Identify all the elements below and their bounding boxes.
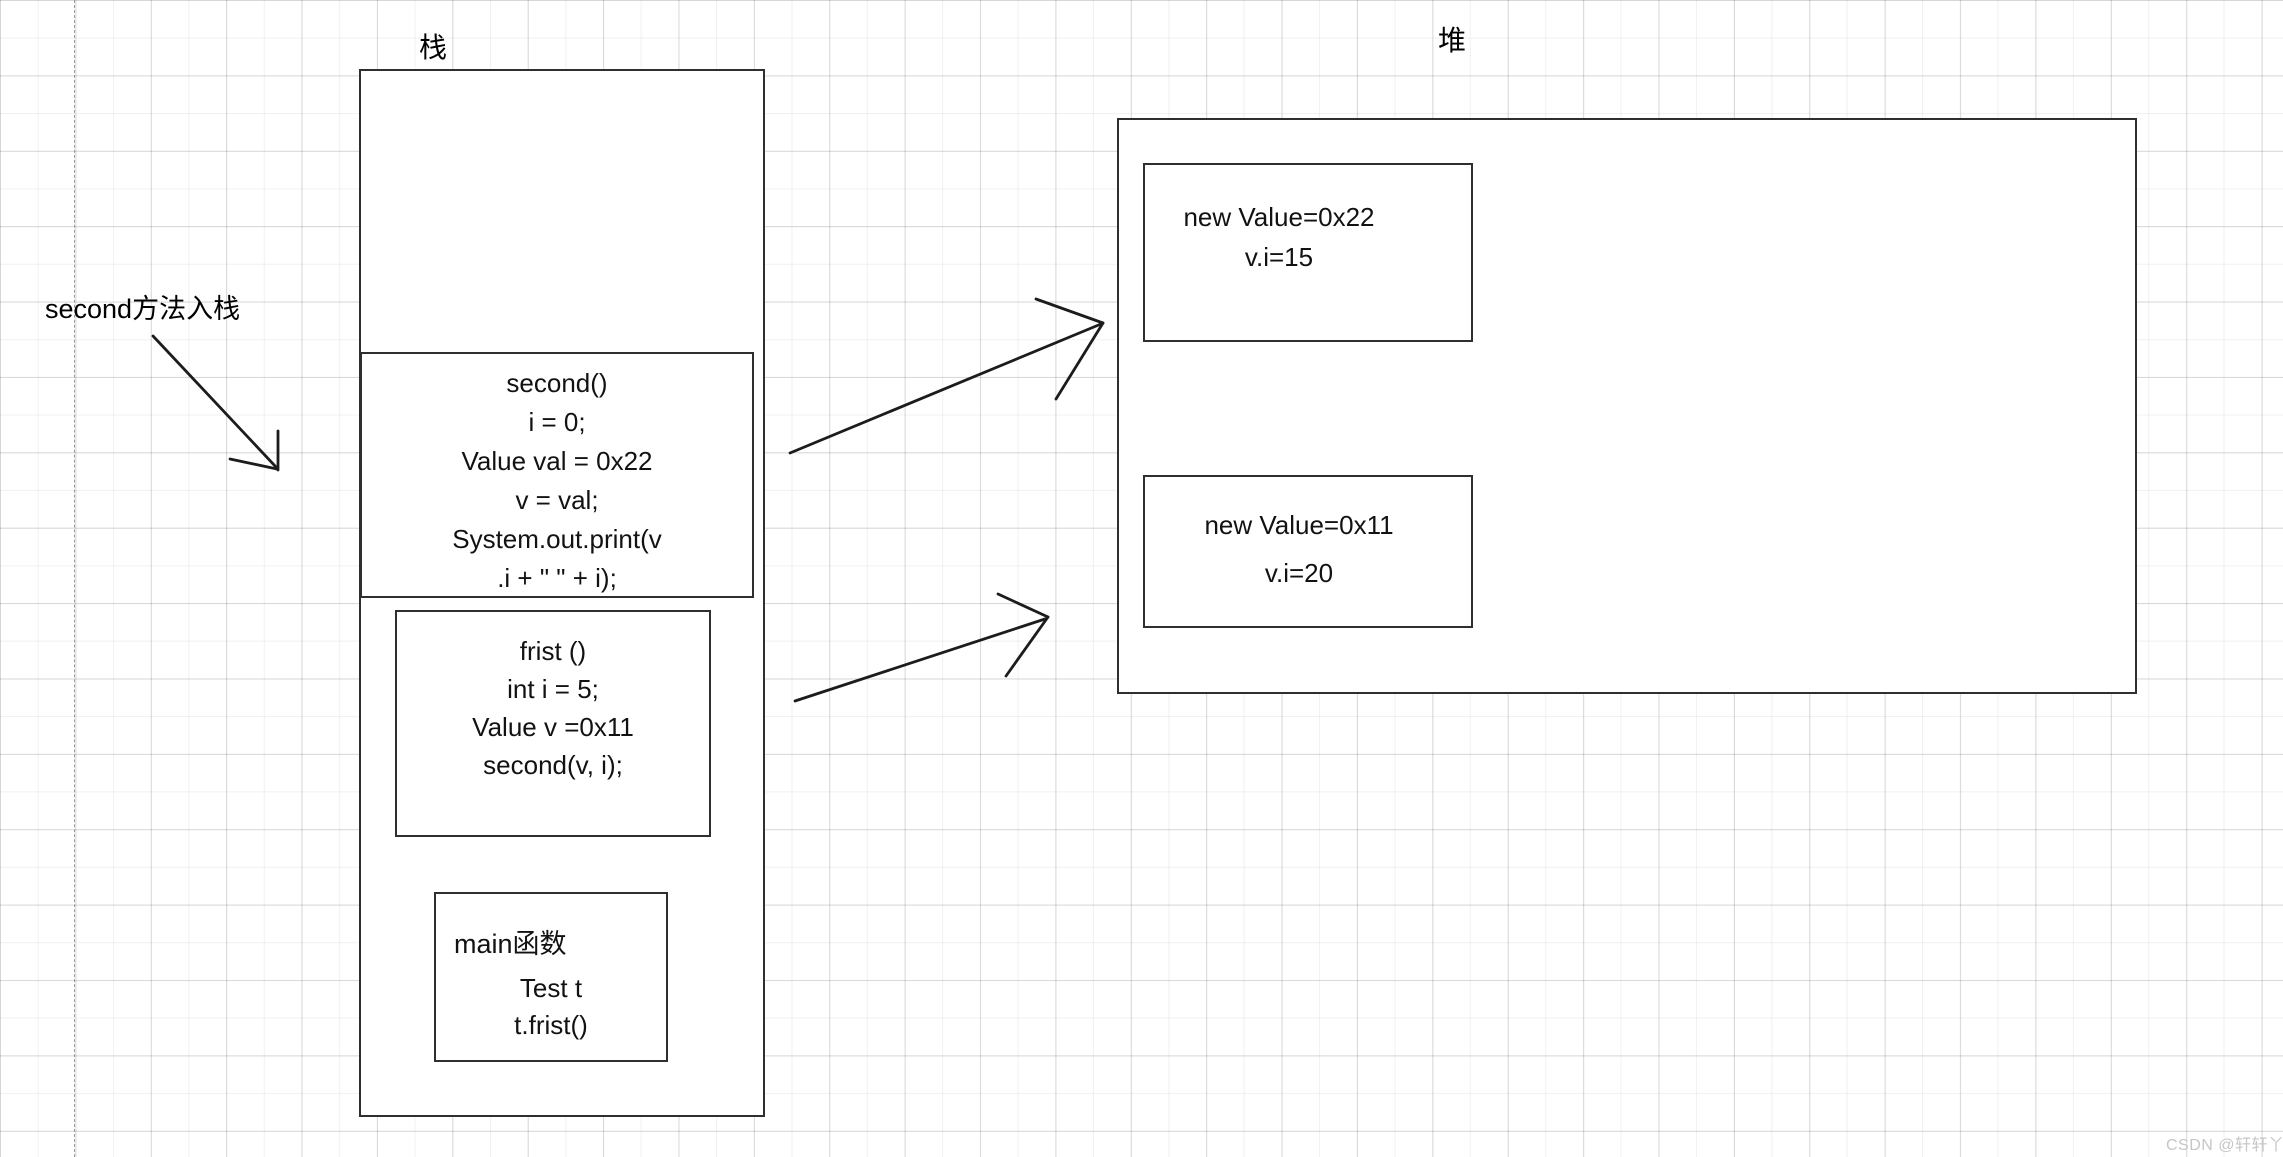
annotation-arrow: [151, 334, 280, 472]
stack-title: 栈: [419, 32, 448, 63]
main-frame-code: Test t t.frist(): [436, 970, 666, 1044]
code-line: frist (): [519, 636, 587, 666]
heap-object-0x22: new Value=0x22 v.i=15: [1143, 163, 1473, 342]
heap-title: 堆: [1438, 25, 1467, 56]
heap-object-0x22-text: new Value=0x22 v.i=15: [1145, 197, 1471, 277]
heap-object-0x11: new Value=0x11 v.i=20: [1143, 475, 1473, 628]
code-line: int i = 5;: [507, 674, 599, 704]
heap-line: new Value=0x22: [1183, 202, 1375, 232]
code-line: second(v, i);: [483, 750, 623, 780]
heap-line: v.i=20: [1264, 558, 1334, 588]
stack-frame-second: second() i = 0; Value val = 0x22 v = val…: [360, 352, 754, 598]
heap-line: new Value=0x11: [1204, 510, 1394, 540]
stack-frame-frist: frist () int i = 5; Value v =0x11 second…: [395, 610, 711, 837]
code-line: .i + " " + i);: [497, 563, 617, 593]
code-line: Value v =0x11: [472, 712, 634, 742]
code-line: Value val = 0x22: [461, 446, 653, 476]
stack-frame-main: main函数 Test t t.frist(): [434, 892, 668, 1062]
code-line: Test t: [519, 973, 583, 1003]
code-line: second(): [506, 368, 608, 398]
heap-line: v.i=15: [1244, 242, 1314, 272]
csdn-watermark: CSDN @轩轩丫: [2166, 1137, 2283, 1154]
frist-frame-code: frist () int i = 5; Value v =0x11 second…: [397, 632, 709, 784]
second-frame-code: second() i = 0; Value val = 0x22 v = val…: [362, 364, 752, 598]
annotation-second-push: second方法入栈: [45, 294, 241, 324]
code-line: i = 0;: [528, 407, 586, 437]
arrow-frist-to-0x11: [793, 592, 1050, 703]
arrow-second-to-0x22: [788, 297, 1105, 455]
heap-object-0x11-text: new Value=0x11 v.i=20: [1145, 501, 1471, 597]
code-line: v = val;: [515, 485, 599, 515]
code-line: t.frist(): [514, 1010, 588, 1040]
main-frame-title: main函数: [454, 929, 567, 959]
page-break-dashed-line: [74, 0, 75, 1157]
code-line: System.out.print(v: [452, 524, 662, 554]
